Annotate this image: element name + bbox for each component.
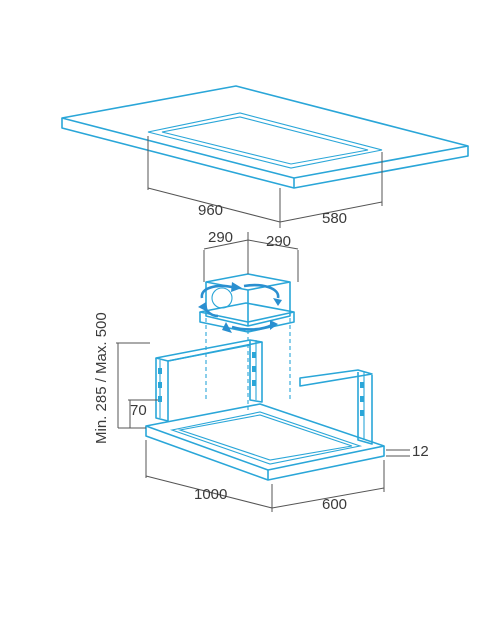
hood-dimension-lines (145, 440, 385, 512)
label-580: 580 (322, 210, 347, 227)
filter-panel (169, 411, 363, 465)
hood-frame (145, 339, 385, 481)
ceiling-dimension-lines (147, 136, 383, 228)
label-height-range: Min. 285 / Max. 500 (93, 312, 110, 444)
label-1000: 1000 (194, 486, 227, 503)
label-290-right: 290 (266, 233, 291, 250)
ceiling-cutout (147, 112, 383, 169)
label-12: 12 (412, 443, 429, 460)
label-70: 70 (130, 402, 147, 419)
label-290-left: 290 (208, 229, 233, 246)
duct-dimension-lines (203, 232, 299, 282)
label-960: 960 (198, 202, 223, 219)
thickness-dimension-lines (386, 449, 410, 457)
guide-lines (205, 318, 291, 410)
ceiling-panel (61, 85, 469, 189)
height-dimension-lines (116, 342, 158, 429)
rotation-arrows-icon (198, 282, 282, 333)
label-600: 600 (322, 496, 347, 513)
